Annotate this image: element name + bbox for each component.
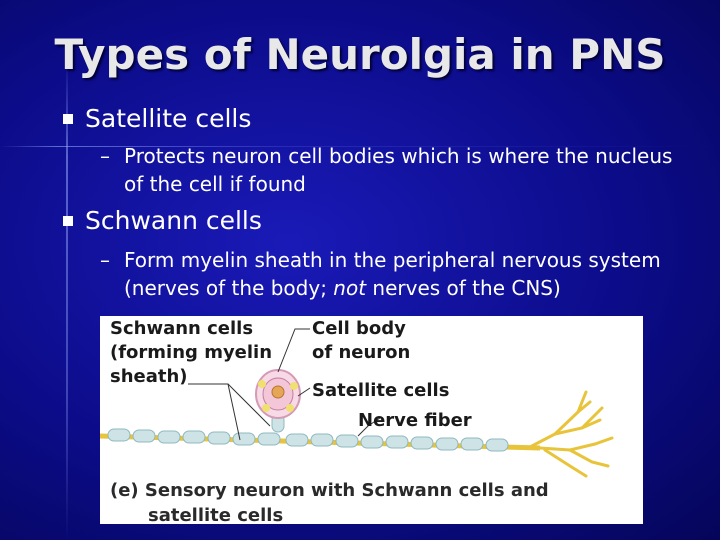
nerve-endings (528, 390, 614, 478)
decorative-vertical-line (66, 60, 68, 540)
dash-marker: – (100, 248, 110, 272)
decorative-horizontal-line (0, 146, 720, 147)
label-forming-myelin: (forming myelin (110, 342, 272, 363)
bullet-label: Satellite cells (85, 104, 252, 133)
sub-text-italic: not (333, 276, 367, 300)
leader-lines (188, 328, 381, 441)
label-cell-body: Cell body (312, 318, 406, 339)
slide-title: Types of Neurolgia in PNS (54, 30, 666, 79)
label-nerve-fiber: Nerve fiber (358, 410, 472, 431)
myelin-sheath (107, 413, 509, 452)
figure-caption-line-1: (e) Sensory neuron with Schwann cells an… (110, 480, 549, 501)
bullet-label: Schwann cells (85, 206, 262, 235)
dash-marker: – (100, 144, 110, 168)
sub-bullet-text: Protects neuron cell bodies which is whe… (124, 144, 673, 196)
sub-text-part-1: Form myelin sheath in the peripheral ner… (124, 248, 661, 300)
sub-text-part-2: nerves of the CNS) (366, 276, 561, 300)
figure-caption-line-2: satellite cells (148, 505, 283, 524)
square-bullet-icon (63, 114, 73, 124)
label-sheath: sheath) (110, 366, 188, 387)
neuron-diagram: Schwann cells (forming myelin sheath) Ce… (100, 316, 643, 524)
label-schwann-cells: Schwann cells (110, 318, 253, 339)
cell-body (255, 369, 301, 419)
sub-bullet-text: Form myelin sheath in the peripheral ner… (124, 246, 684, 302)
square-bullet-icon (63, 216, 73, 226)
label-satellite-cells: Satellite cells (312, 380, 449, 401)
neuron-illustration: Schwann cells (forming myelin sheath) Ce… (100, 318, 614, 524)
label-of-neuron: of neuron (312, 342, 410, 363)
